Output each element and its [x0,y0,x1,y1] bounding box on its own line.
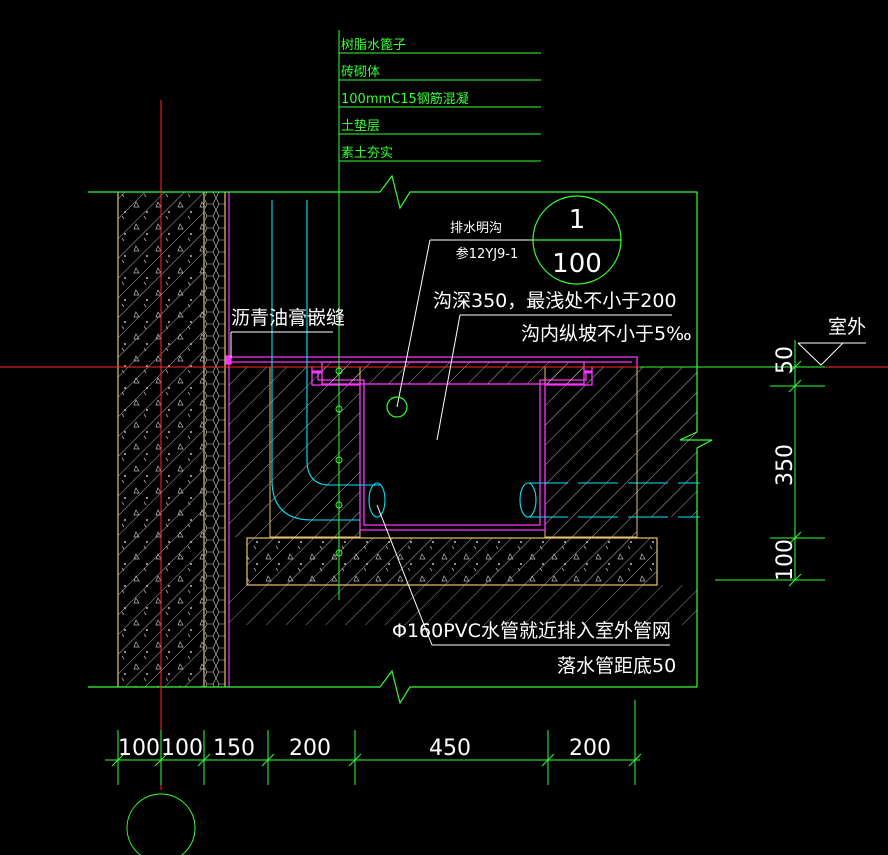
note-pipe: Φ160PVC水管就近排入室外管网 [392,620,671,642]
leader-lines [335,30,541,600]
hdim-5: 450 [429,736,471,761]
label-cushion: 土垫层 [341,118,380,134]
bubble-bottom: 100 [552,249,602,279]
bubble-top: 1 [569,205,586,235]
hdim-6: 200 [569,736,611,761]
hdim-1: 100 [118,736,160,761]
detail-bubble: 排水明沟 参12YJ9-1 1 100 [386,195,622,418]
label-soil: 素土夯实 [341,146,393,161]
vdim-100: 100 [773,539,798,581]
bubble-title: 排水明沟 [450,221,502,236]
note-outdoor: 室外 [828,316,866,338]
note-slope: 沟内纵坡不小于5‰ [521,323,692,345]
vertical-dimensions [640,340,825,587]
vdim-350: 350 [773,444,798,486]
notes: 沥青油膏嵌缝 沟深350，最浅处不小于200 沟内纵坡不小于5‰ Φ160PVC… [230,290,866,677]
wall [117,192,230,687]
bubble-ref: 参12YJ9-1 [456,246,519,262]
leader-labels: 树脂水篦子 砖砌体 100mmC15钢筋混凝 土垫层 素土夯实 [341,38,469,161]
concrete-base [229,537,697,625]
vdim-50: 50 [773,346,798,374]
note-depth: 沟深350，最浅处不小于200 [433,290,677,312]
vertical-dim-labels: 50 350 100 [773,346,798,581]
label-concrete: 100mmC15钢筋混凝 [341,91,469,107]
hdim-3: 150 [213,736,255,761]
trench-walls [229,366,697,538]
hdim-4: 200 [289,736,331,761]
horizontal-dimensions [105,700,642,855]
label-brick: 砖砌体 [341,65,380,80]
note-joint: 沥青油膏嵌缝 [231,306,345,329]
label-grate: 树脂水篦子 [341,38,406,53]
pipes [271,200,700,521]
hdim-2: 100 [161,736,203,761]
horizontal-dim-labels: 100 100 150 200 450 200 [118,736,611,761]
note-downpipe: 落水管距底50 [557,655,676,677]
